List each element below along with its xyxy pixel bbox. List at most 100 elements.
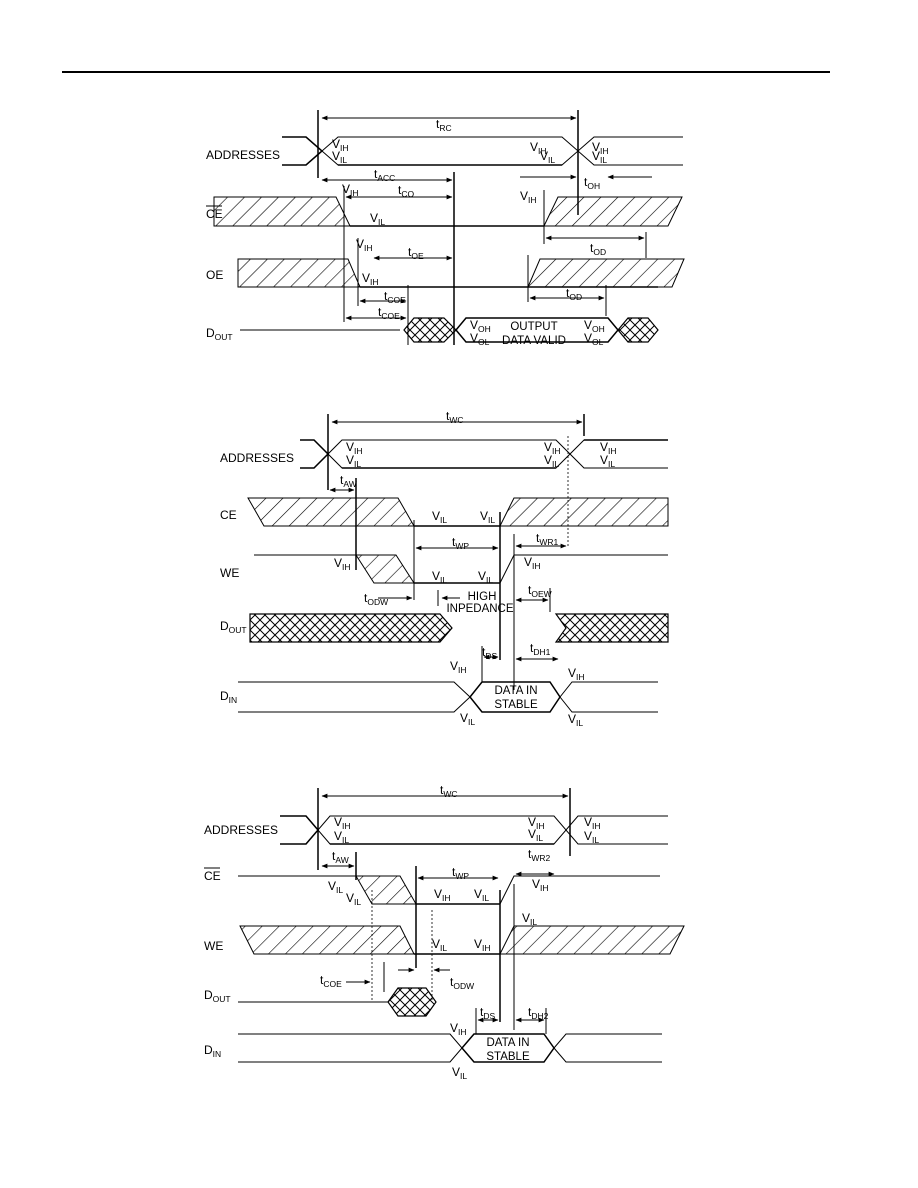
- d2-timing-label-4: tODW: [364, 591, 388, 607]
- d3-timing-label-3: tWR2: [528, 847, 551, 863]
- d3-level-label-10: VIL: [432, 937, 447, 953]
- d1-level-label-4: VIH: [592, 140, 609, 156]
- d3-level-label-11: VIH: [474, 937, 491, 953]
- d3-timing-label-1: tAW: [332, 849, 349, 865]
- d3-ce-waveform: [238, 852, 660, 905]
- d2-timing-label-5: tOEW: [528, 583, 552, 599]
- d2-note-2: DATA IN: [494, 685, 537, 697]
- d2-timing-label-7: tDH1: [530, 641, 551, 657]
- d2-level-label-9: VIL: [432, 569, 447, 585]
- d3-signal-label-1: CE: [204, 869, 221, 883]
- d1-level-label-6: VIH: [342, 182, 359, 198]
- read-cycle-diagram: [213, 110, 685, 345]
- d3-timing-label-6: tDS: [480, 1005, 495, 1021]
- d2-level-label-13: VIL: [460, 711, 475, 727]
- d1-level-label-10: VIH: [520, 189, 537, 205]
- d3-addresses-waveform: [280, 788, 668, 870]
- d1-addresses-waveform: [282, 110, 683, 215]
- d1-timing-label-5: tCOE: [378, 305, 400, 321]
- d2-level-label-0: VIH: [346, 440, 363, 456]
- d3-level-label-0: VIH: [334, 815, 351, 831]
- d2-we-waveform: [254, 478, 668, 584]
- d1-level-label-5: VIL: [592, 149, 607, 165]
- d2-level-label-11: VIH: [524, 555, 541, 571]
- d3-timing-label-5: tODW: [450, 975, 474, 991]
- d2-level-label-14: VIH: [568, 666, 585, 682]
- d1-timing-label-7: tOD: [590, 241, 606, 257]
- d2-level-label-7: VIL: [480, 509, 495, 525]
- d3-level-label-12: VIH: [532, 877, 549, 893]
- d2-signal-label-4: DIN: [220, 689, 237, 705]
- d3-level-label-13: VIL: [522, 911, 537, 927]
- d2-level-label-1: VIL: [346, 453, 361, 469]
- d1-level-label-2: VIH: [530, 140, 547, 156]
- d1-signal-label-1: CE: [206, 207, 223, 221]
- d3-level-label-3: VIL: [528, 827, 543, 843]
- d1-timing-label-3: tOE: [408, 245, 424, 261]
- d1-signal-label-3: DOUT: [206, 326, 233, 342]
- d2-signal-label-2: WE: [220, 566, 239, 580]
- d3-level-label-6: VIL: [328, 879, 343, 895]
- d1-level-label-1: VIL: [332, 149, 347, 165]
- d2-signal-label-3: DOUT: [220, 619, 247, 635]
- d2-signal-label-1: CE: [220, 508, 237, 522]
- d2-level-label-4: VIH: [600, 440, 617, 456]
- d3-we-waveform: [239, 925, 685, 955]
- d3-timing-label-2: tWP: [452, 865, 469, 881]
- d2-timing-label-0: tWC: [446, 409, 464, 425]
- d1-level-label-13: VOH: [584, 318, 605, 334]
- d2-signal-label-0: ADDRESSES: [220, 451, 294, 465]
- d1-level-label-7: VIL: [370, 211, 385, 227]
- d2-level-label-15: VIL: [568, 712, 583, 728]
- d2-level-label-8: VIH: [334, 556, 351, 572]
- d3-dout-waveform: [238, 987, 437, 1017]
- d2-level-label-10: VIL: [478, 569, 493, 585]
- d1-level-label-14: VOL: [584, 331, 604, 347]
- d3-note-1: STABLE: [486, 1051, 530, 1063]
- d3-note-0: DATA IN: [486, 1037, 529, 1049]
- d1-timing-label-6: tOH: [584, 175, 600, 191]
- d3-level-label-4: VIH: [584, 815, 601, 831]
- d2-dout-waveform: [249, 613, 669, 643]
- d1-note-0: OUTPUT: [510, 321, 557, 333]
- d2-note-3: STABLE: [494, 699, 538, 711]
- d1-dout-waveform: [240, 317, 659, 343]
- d3-timing-label-4: tCOE: [320, 973, 342, 989]
- d1-level-label-3: VIL: [540, 149, 555, 165]
- write-cycle-1-diagram: [238, 414, 669, 713]
- d3-signal-label-4: DIN: [204, 1043, 221, 1059]
- d1-level-label-11: VOH: [470, 318, 491, 334]
- d1-timing-label-2: tCO: [398, 183, 414, 199]
- d1-level-label-9: VIH: [362, 271, 379, 287]
- d2-ce-waveform: [247, 497, 669, 527]
- d3-level-label-2: VIH: [528, 815, 545, 831]
- d1-timing-label-4: tCOE: [384, 289, 406, 305]
- d1-oe-waveform: [237, 258, 685, 288]
- d1-level-label-8: VIH: [356, 237, 373, 253]
- d3-signal-label-2: WE: [204, 939, 223, 953]
- d2-din-waveform: [238, 681, 658, 713]
- d1-ce-waveform: [213, 196, 683, 227]
- d3-signal-label-3: DOUT: [204, 988, 231, 1004]
- d1-timing-label-1: tACC: [374, 167, 395, 183]
- write-cycle-2-diagram: [238, 788, 685, 1063]
- d2-level-label-3: VIL: [544, 453, 559, 469]
- d3-din-waveform: [238, 1033, 662, 1063]
- d1-signal-label-2: OE: [206, 268, 223, 282]
- d3-timing-label-0: tWC: [440, 783, 458, 799]
- d3-level-label-1: VIL: [334, 829, 349, 845]
- d1-signal-label-0: ADDRESSES: [206, 148, 280, 162]
- d1-timing-label-8: tOD: [566, 286, 582, 302]
- d2-addresses-waveform: [300, 414, 668, 548]
- d3-level-label-7: VIL: [346, 891, 361, 907]
- d2-timing-label-3: tWR1: [536, 531, 559, 547]
- d2-level-label-5: VIL: [600, 453, 615, 469]
- d3-level-label-15: VIL: [452, 1065, 467, 1081]
- diagram-labels: ADDRESSESCEOEDOUTtRCtACCtCOtOEtCOEtCOEtO…: [204, 117, 617, 1081]
- d3-level-label-5: VIL: [584, 829, 599, 845]
- d2-note-1: INPEDANCE: [446, 603, 513, 615]
- d2-timing-label-1: tAW: [340, 473, 357, 489]
- d2-level-label-2: VIH: [544, 440, 561, 456]
- d1-level-label-12: VOL: [470, 331, 490, 347]
